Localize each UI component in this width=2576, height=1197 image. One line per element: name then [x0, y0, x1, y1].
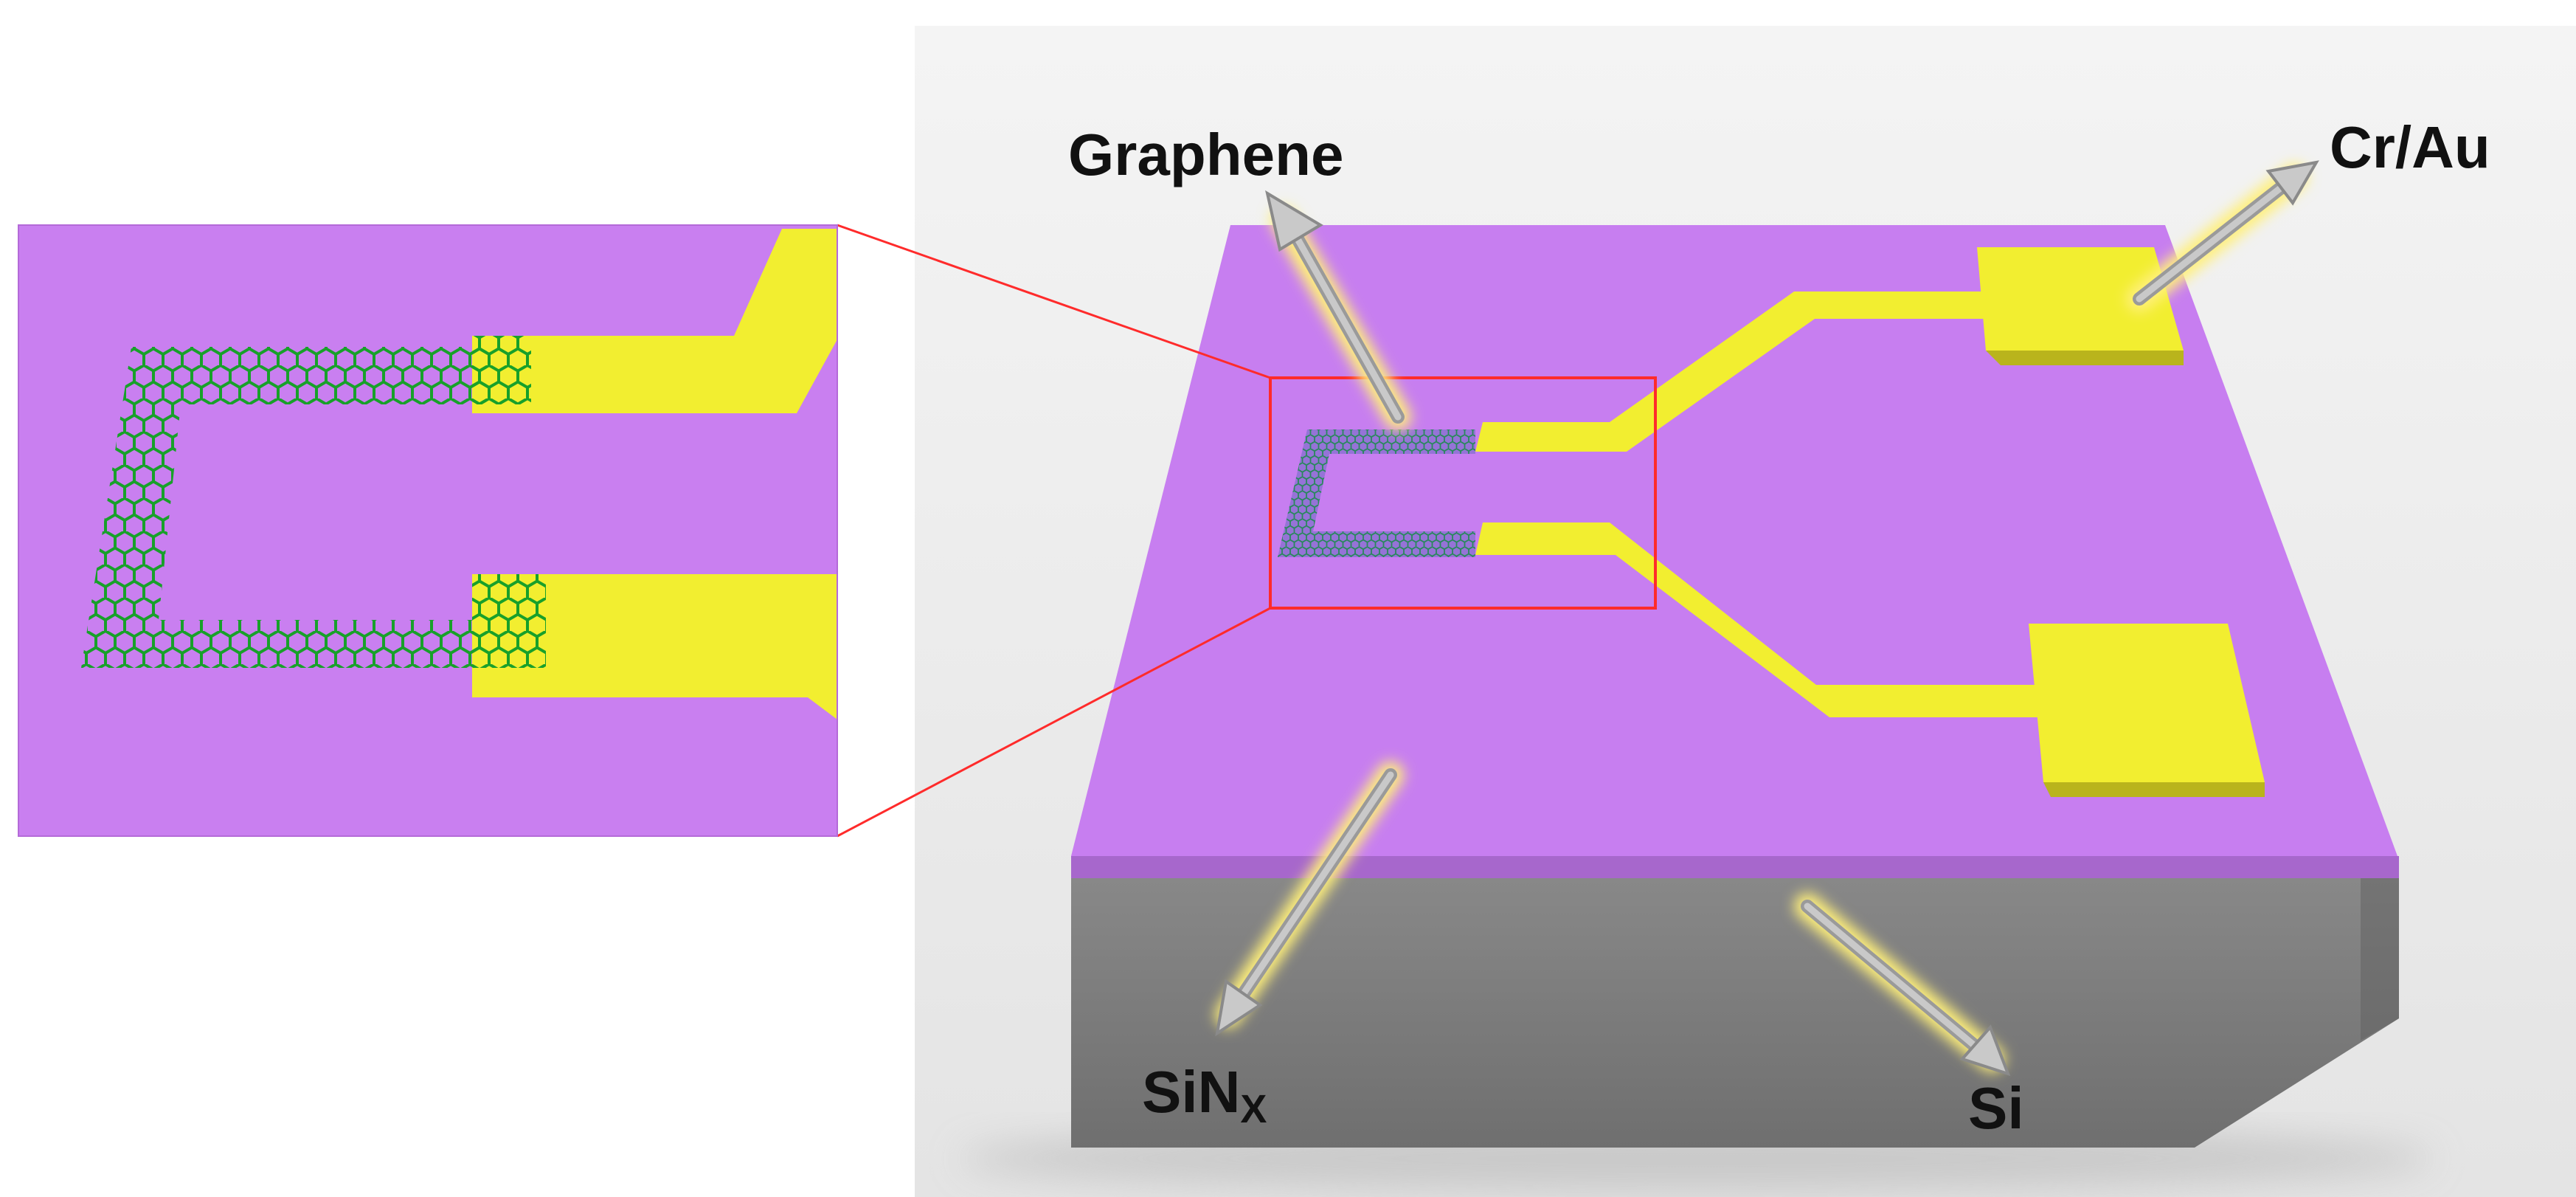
label-sinx: SiNX — [1142, 1063, 1267, 1131]
arrow-si — [1794, 893, 2011, 1077]
label-sinx-main: SiN — [1142, 1059, 1241, 1125]
contact-pads — [1977, 247, 2265, 797]
magnified-inset — [18, 224, 838, 837]
zoom-line-top — [837, 224, 1271, 379]
label-cr-au: Cr/Au — [2330, 114, 2490, 180]
arrow-cr-au — [2126, 160, 2319, 312]
label-sinx-subscript: X — [1240, 1087, 1267, 1131]
arrow-sinx — [1215, 762, 1404, 1037]
label-si: Si — [1968, 1075, 2024, 1141]
si-substrate-right-face — [2361, 856, 2399, 1041]
si-substrate — [1071, 856, 2399, 1148]
graphene-device — [1278, 430, 1475, 557]
label-graphene: Graphene — [1068, 122, 1344, 187]
graphene-lattice-inset — [81, 347, 487, 668]
zoom-box — [1269, 376, 1657, 610]
arrow-graphene — [1265, 190, 1411, 430]
sinx-edge — [1071, 856, 2399, 878]
electrode-traces — [1475, 292, 2054, 717]
zoom-line-bottom — [837, 607, 1271, 838]
